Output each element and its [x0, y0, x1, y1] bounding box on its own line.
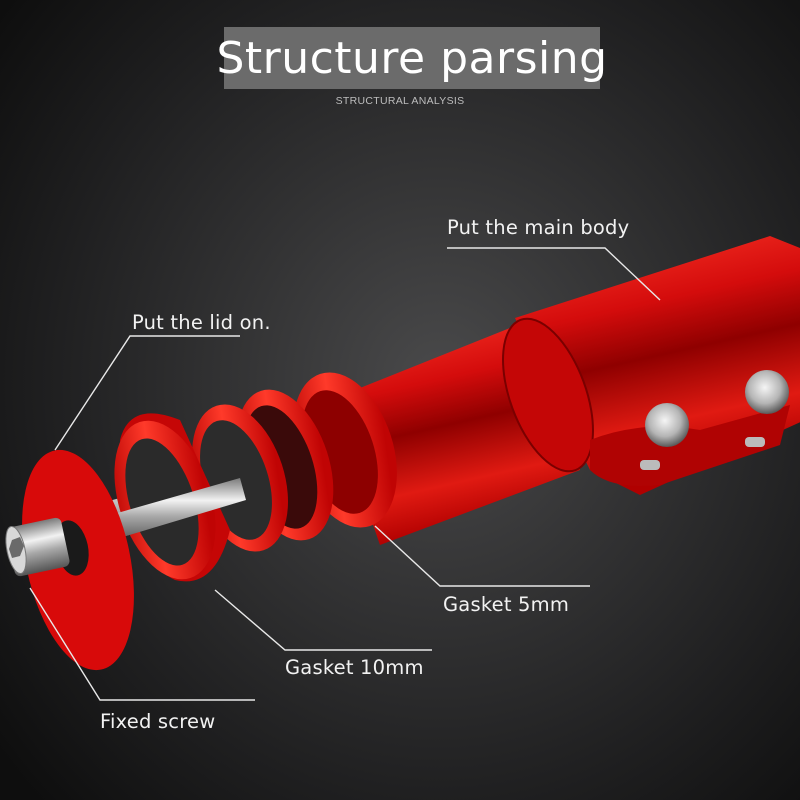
callout-line-fixed-screw [29, 587, 255, 701]
callout-label-gasket-10mm: Gasket 10mm [285, 656, 424, 679]
bolt-nut [640, 460, 660, 470]
callout-line-lid [54, 335, 240, 451]
bolt [5, 517, 70, 577]
callout-line-gasket-10mm [214, 589, 432, 651]
hex-socket-icon [9, 537, 24, 558]
clamp-bolt-icon [745, 370, 789, 414]
callout-label-lid: Put the lid on. [132, 311, 271, 334]
title-banner: Structure parsing [216, 27, 607, 89]
callout-label-fixed-screw: Fixed screw [100, 710, 216, 733]
page-subtitle: STRUCTURAL ANALYSIS [335, 95, 465, 107]
bolt-nut [745, 437, 765, 447]
page-title: Structure parsing [216, 32, 608, 84]
clamp-bolt-icon [645, 403, 689, 447]
main-body [330, 236, 800, 545]
callout-lines [29, 247, 661, 701]
callout-label-main-body: Put the main body [447, 216, 630, 239]
callout-line-gasket-5mm [374, 525, 590, 587]
clamp-bolts [640, 370, 789, 470]
clamp-face [502, 317, 594, 473]
bolt-shaft-front [100, 478, 246, 542]
callout-label-gasket-5mm: Gasket 5mm [443, 593, 570, 616]
callout-line-main-body [447, 247, 661, 301]
